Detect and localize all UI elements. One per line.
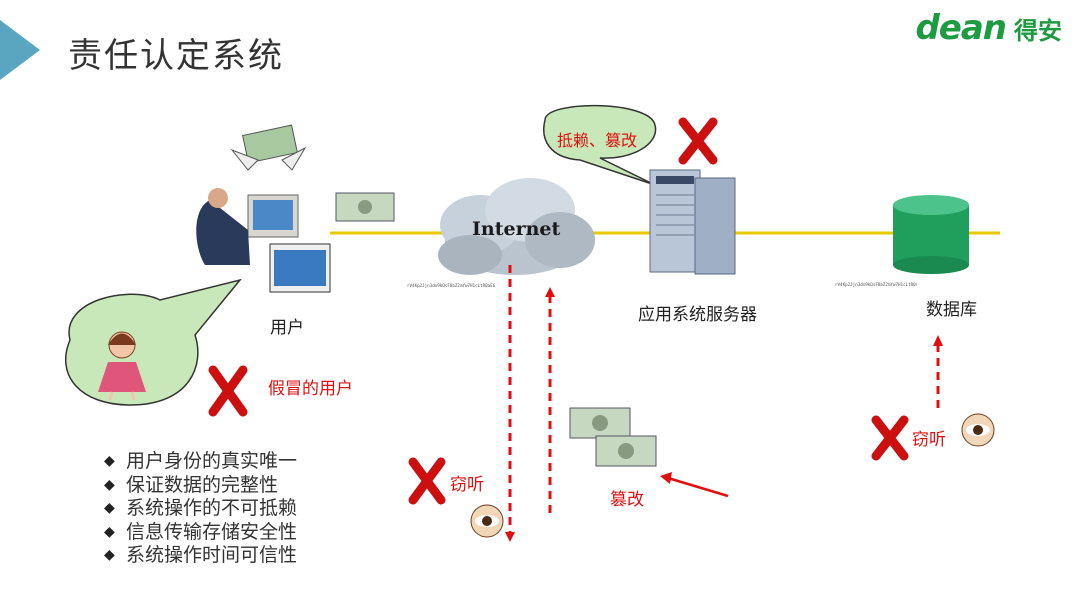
eavesdrop-arrowhead xyxy=(505,532,515,542)
money-hands-icon xyxy=(230,124,307,171)
bullet-diamond-icon: ◆ xyxy=(104,453,115,469)
bullet-diamond-icon: ◆ xyxy=(104,476,115,493)
list-item: ◆保证数据的完整性 xyxy=(104,473,279,496)
database-label: 数据库 xyxy=(926,300,977,320)
brand-word: dean xyxy=(915,8,1007,48)
brand-logo: dean 得安 xyxy=(915,8,1062,48)
list-item: ◆系统操作的不可抵赖 xyxy=(104,497,298,519)
x-mark-icon xyxy=(408,457,446,505)
eye-icon xyxy=(470,504,504,538)
bullet-diamond-icon: ◆ xyxy=(104,547,115,563)
db-eavesdrop-arrowhead xyxy=(933,335,943,346)
x-mark-icon xyxy=(208,365,248,417)
hash-data-left: rV4Kp2Jjn3dx9kQsF8bZ2mYw7H1cLtR0aE6vN5uG… xyxy=(407,283,495,288)
tamper-arrowhead xyxy=(545,287,555,297)
banknote-icon xyxy=(335,192,395,222)
tampered-banknotes-icon xyxy=(569,407,657,467)
bullet-diamond-icon: ◆ xyxy=(104,500,115,516)
title-arrow-icon xyxy=(0,20,40,80)
list-item: ◆用户身份的真实唯一 xyxy=(104,450,298,472)
user-workstation-icon xyxy=(196,188,331,293)
tamper-pointer-arrow xyxy=(667,476,729,498)
bullet-diamond-icon: ◆ xyxy=(104,523,115,540)
eavesdrop-label: 窃听 xyxy=(450,475,484,495)
database-icon xyxy=(893,195,969,274)
page-title: 责任认定系统 xyxy=(68,36,284,76)
user-label: 用户 xyxy=(270,318,304,338)
server-threat-bubble xyxy=(543,104,657,186)
server-icon xyxy=(649,169,736,275)
x-mark-icon xyxy=(678,117,718,165)
server-threat-label: 抵赖、篡改 xyxy=(557,131,638,150)
list-item: ◆信息传输存储安全性 xyxy=(104,520,298,543)
db-eavesdrop-label: 窃听 xyxy=(912,430,946,450)
eye-icon xyxy=(961,413,995,447)
fake-user-label: 假冒的用户 xyxy=(268,379,353,399)
internet-label: Internet xyxy=(472,218,561,240)
fake-user-bubble xyxy=(65,278,243,406)
list-item: ◆系统操作时间可信性 xyxy=(104,544,298,566)
internet-cloud xyxy=(438,178,595,275)
tamper-label: 篡改 xyxy=(610,490,644,510)
x-mark-icon xyxy=(871,415,909,461)
requirements-list: ◆用户身份的真实唯一 ◆保证数据的完整性 ◆系统操作的不可抵赖 ◆信息传输存储安… xyxy=(104,450,297,568)
brand-cn: 得安 xyxy=(1014,16,1062,45)
hash-data-right: rV4Kp2Jjn3dx9kQsF8bZ2mYw7H1cLtR0aE6vN5uG… xyxy=(835,282,917,287)
server-label: 应用系统服务器 xyxy=(638,305,757,325)
